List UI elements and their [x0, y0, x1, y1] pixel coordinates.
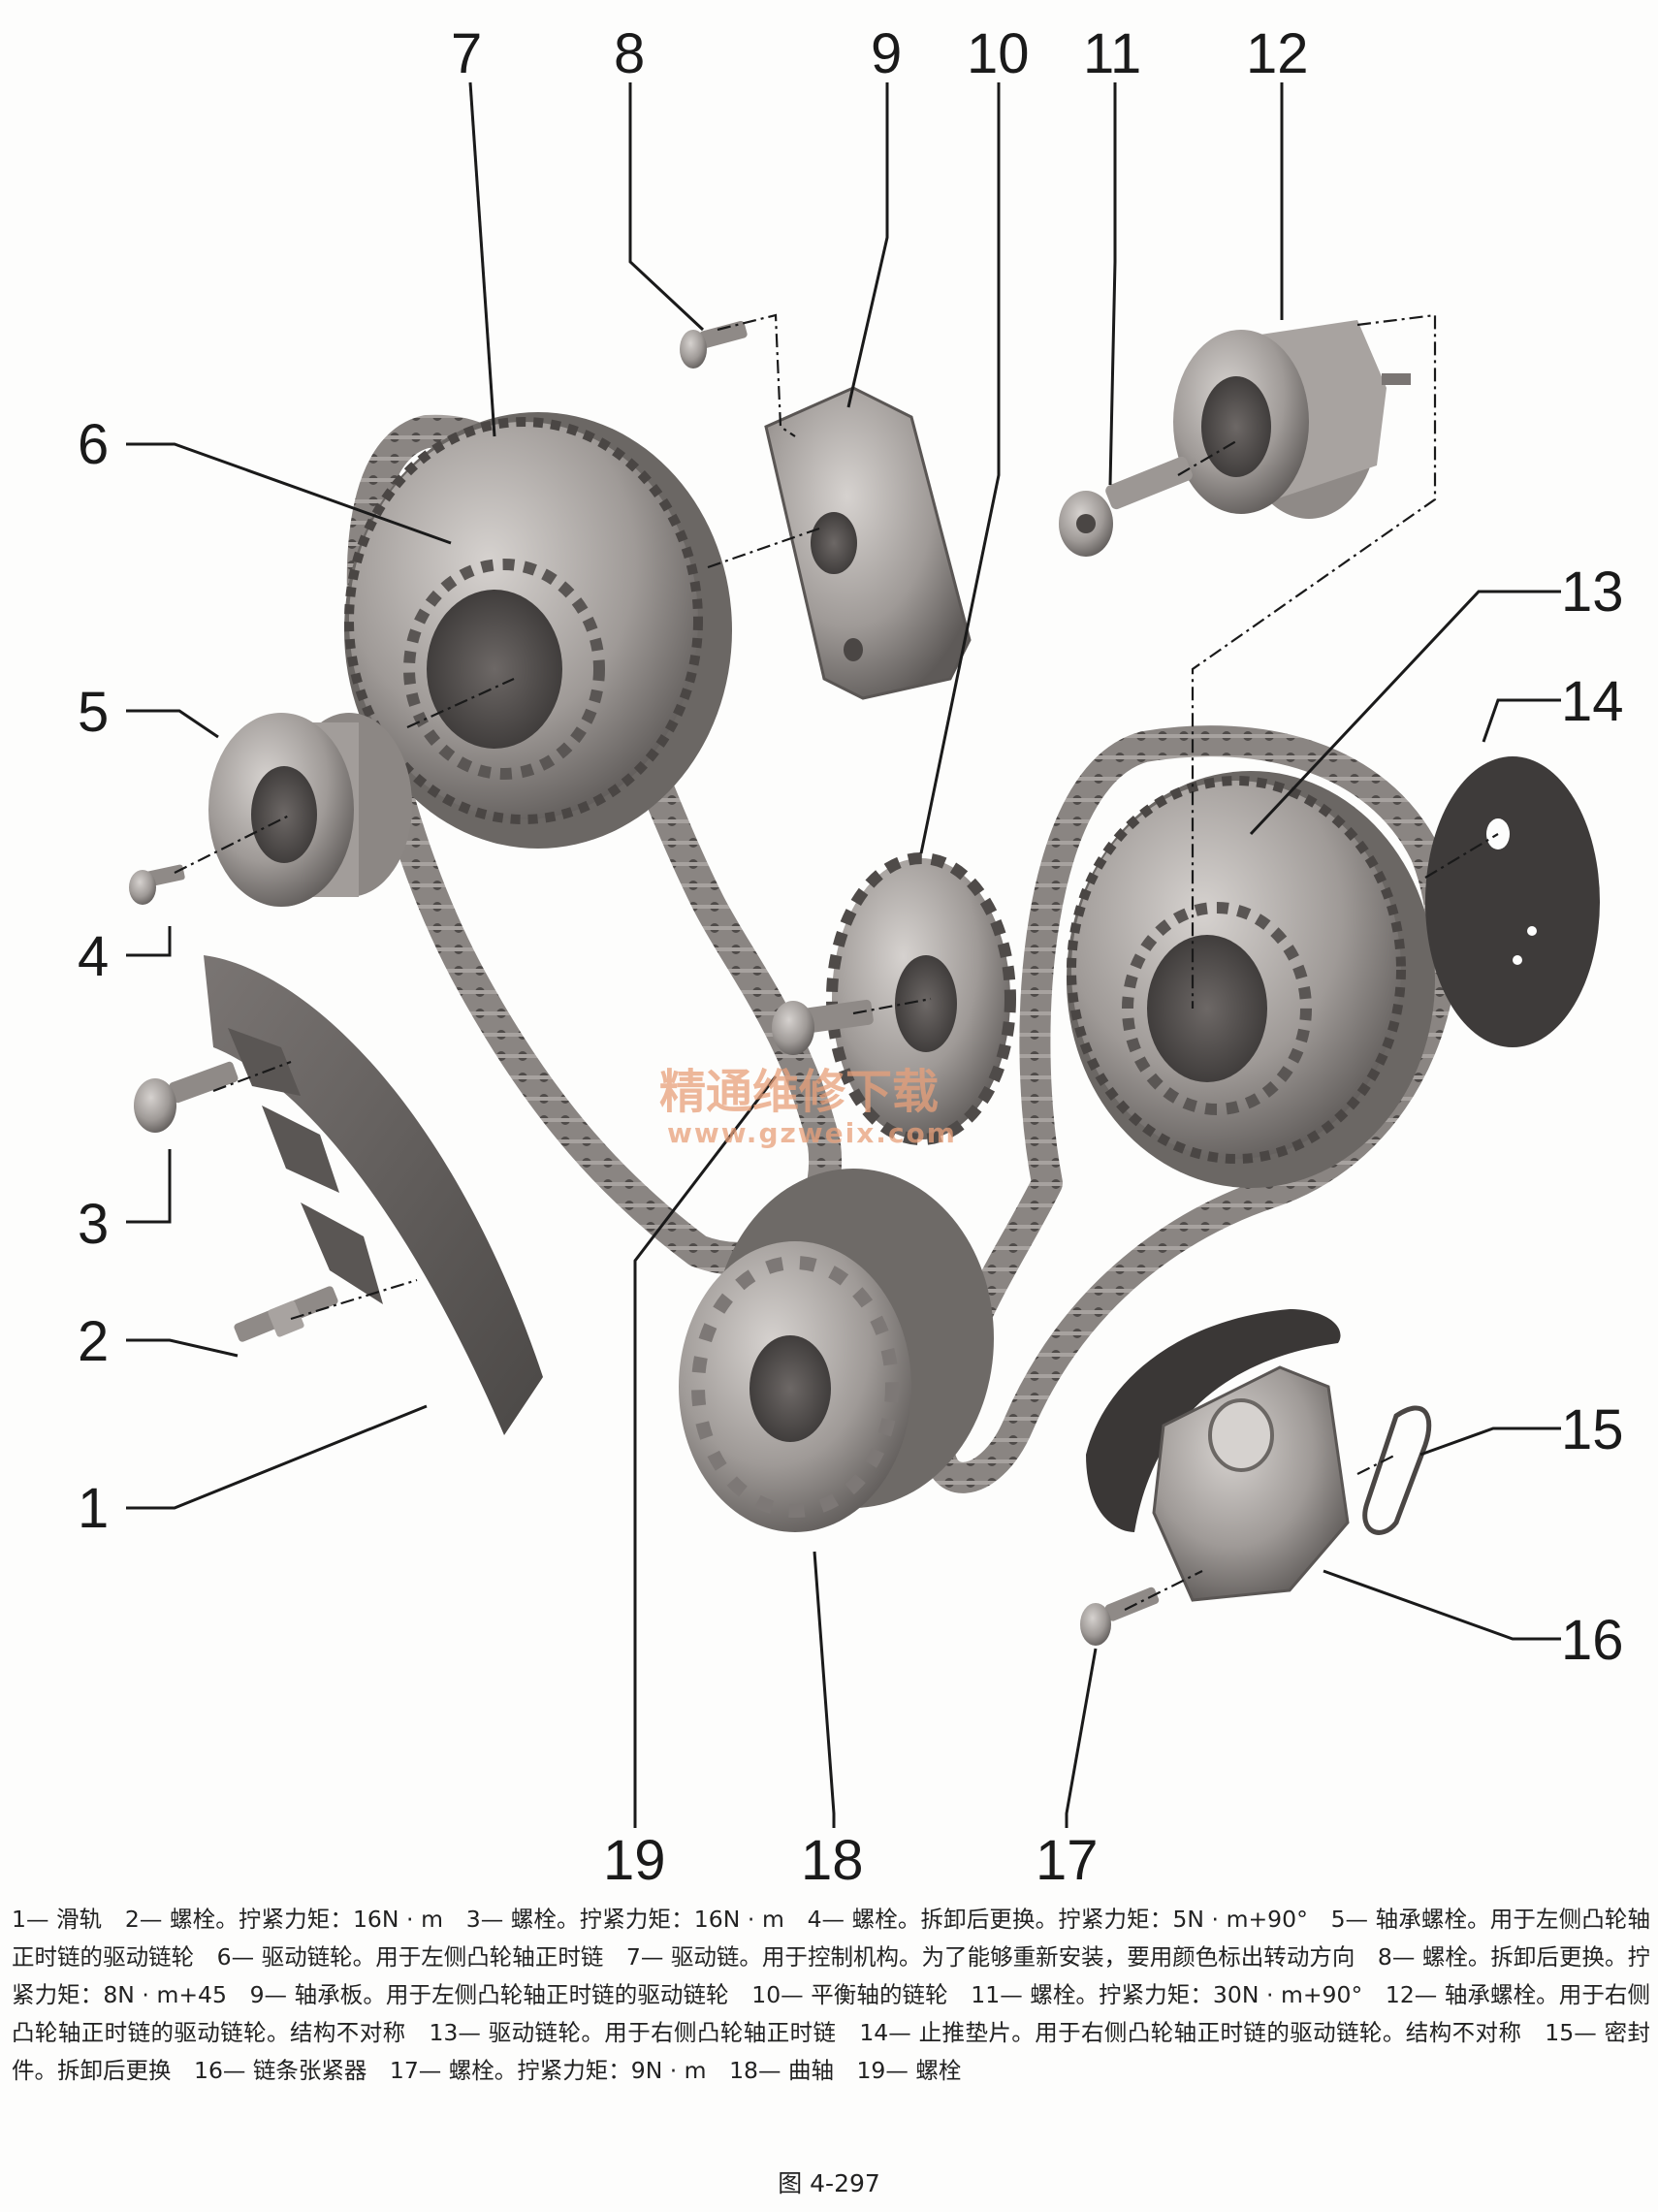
drive-sprocket-right	[1067, 771, 1435, 1188]
drive-chain-right	[923, 725, 1458, 1493]
watermark-text: 精通维修下载	[659, 1065, 939, 1119]
callout-19: 19	[603, 1829, 666, 1892]
leader-lines	[126, 81, 1561, 1828]
callout-10: 10	[967, 22, 1030, 85]
callout-5: 5	[78, 681, 109, 744]
drive-sprocket-left	[344, 412, 732, 849]
balance-shaft-sprocket	[826, 852, 1016, 1145]
bolt-17	[1080, 1587, 1160, 1646]
bolt-8	[680, 320, 748, 369]
thrust-washer	[1425, 756, 1600, 1047]
timing-chain-exploded-diagram: 1 2 3 4 5 6 7 8 9 10 11 12 13 14 15 16 1…	[78, 22, 1624, 1892]
callout-6: 6	[78, 413, 109, 476]
seal	[1362, 1405, 1432, 1535]
callout-7: 7	[451, 22, 482, 85]
callout-12: 12	[1246, 22, 1309, 85]
figure-caption: 1— 滑轨 2— 螺栓。拧紧力矩：16N · m 3— 螺栓。拧紧力矩：16N …	[12, 1906, 1650, 2084]
bolt-11	[1059, 456, 1193, 557]
callout-14: 14	[1561, 670, 1624, 733]
callout-11: 11	[1083, 22, 1141, 85]
callout-2: 2	[78, 1310, 109, 1373]
bolt-4	[129, 864, 185, 905]
callout-numbers: 1 2 3 4 5 6 7 8 9 10 11 12 13 14 15 16 1…	[78, 22, 1624, 1892]
crankshaft-sprocket	[679, 1169, 994, 1532]
callout-8: 8	[614, 22, 645, 85]
watermark-url: www.gzweix.com	[667, 1117, 957, 1149]
callout-3: 3	[78, 1193, 109, 1256]
figure-label: 图 4-297	[778, 2169, 880, 2197]
callout-18: 18	[801, 1829, 864, 1892]
bearing-bolt-right	[1173, 320, 1411, 519]
callout-17: 17	[1036, 1829, 1099, 1892]
assembly-lines	[174, 313, 1499, 1611]
bearing-plate	[764, 386, 972, 700]
callout-9: 9	[871, 22, 902, 85]
callout-15: 15	[1561, 1398, 1624, 1461]
bolt-19	[772, 999, 874, 1055]
bolt-3	[134, 1061, 239, 1133]
watermark: 精通维修下载 www.gzweix.com	[659, 1065, 957, 1149]
callout-16: 16	[1561, 1609, 1624, 1672]
callout-13: 13	[1561, 561, 1624, 624]
bolt-2	[234, 1286, 338, 1342]
callout-1: 1	[78, 1477, 109, 1540]
callout-4: 4	[78, 925, 109, 988]
bearing-bolt-left	[208, 713, 412, 907]
slide-rail	[204, 955, 543, 1435]
chain-tensioner	[1086, 1309, 1350, 1602]
